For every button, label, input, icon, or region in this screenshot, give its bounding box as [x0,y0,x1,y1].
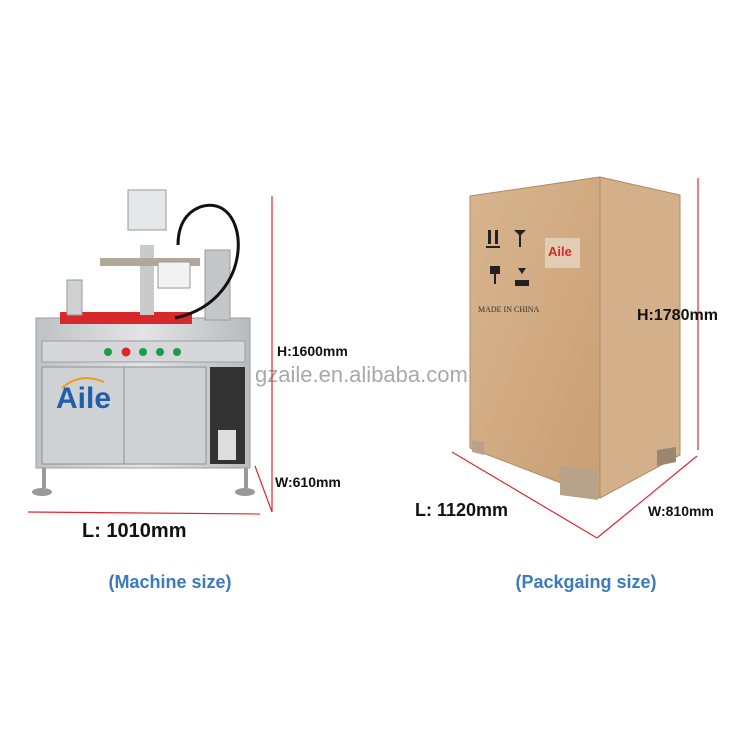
machine-width-label: W:610mm [275,474,341,490]
wooden-crate: MADE IN CHINA Aile [469,176,681,500]
machine-height-label: H:1600mm [277,343,348,359]
handling-symbols [486,230,529,286]
machine-caption: (Machine size) [108,572,232,592]
aile-logo-crate: Aile [548,244,572,259]
packaging-length-label: L: 1120mm [415,500,509,520]
svg-text:Aile: Aile [56,382,111,415]
aile-logo-machine: Aile [56,377,111,415]
packaging-width-label: W:810mm [648,503,714,519]
dimension-lines [27,178,699,539]
packaging-caption: (Packgaing size) [515,572,657,592]
watermark: gzaile.en.alibaba.com [255,362,468,387]
machine: Aile [32,189,255,496]
crate-marking: MADE IN CHINA [478,305,540,314]
control-buttons [104,347,181,357]
machine-length-label: L: 1010mm [82,520,187,542]
packaging-height-label: H:1780mm [637,307,718,324]
